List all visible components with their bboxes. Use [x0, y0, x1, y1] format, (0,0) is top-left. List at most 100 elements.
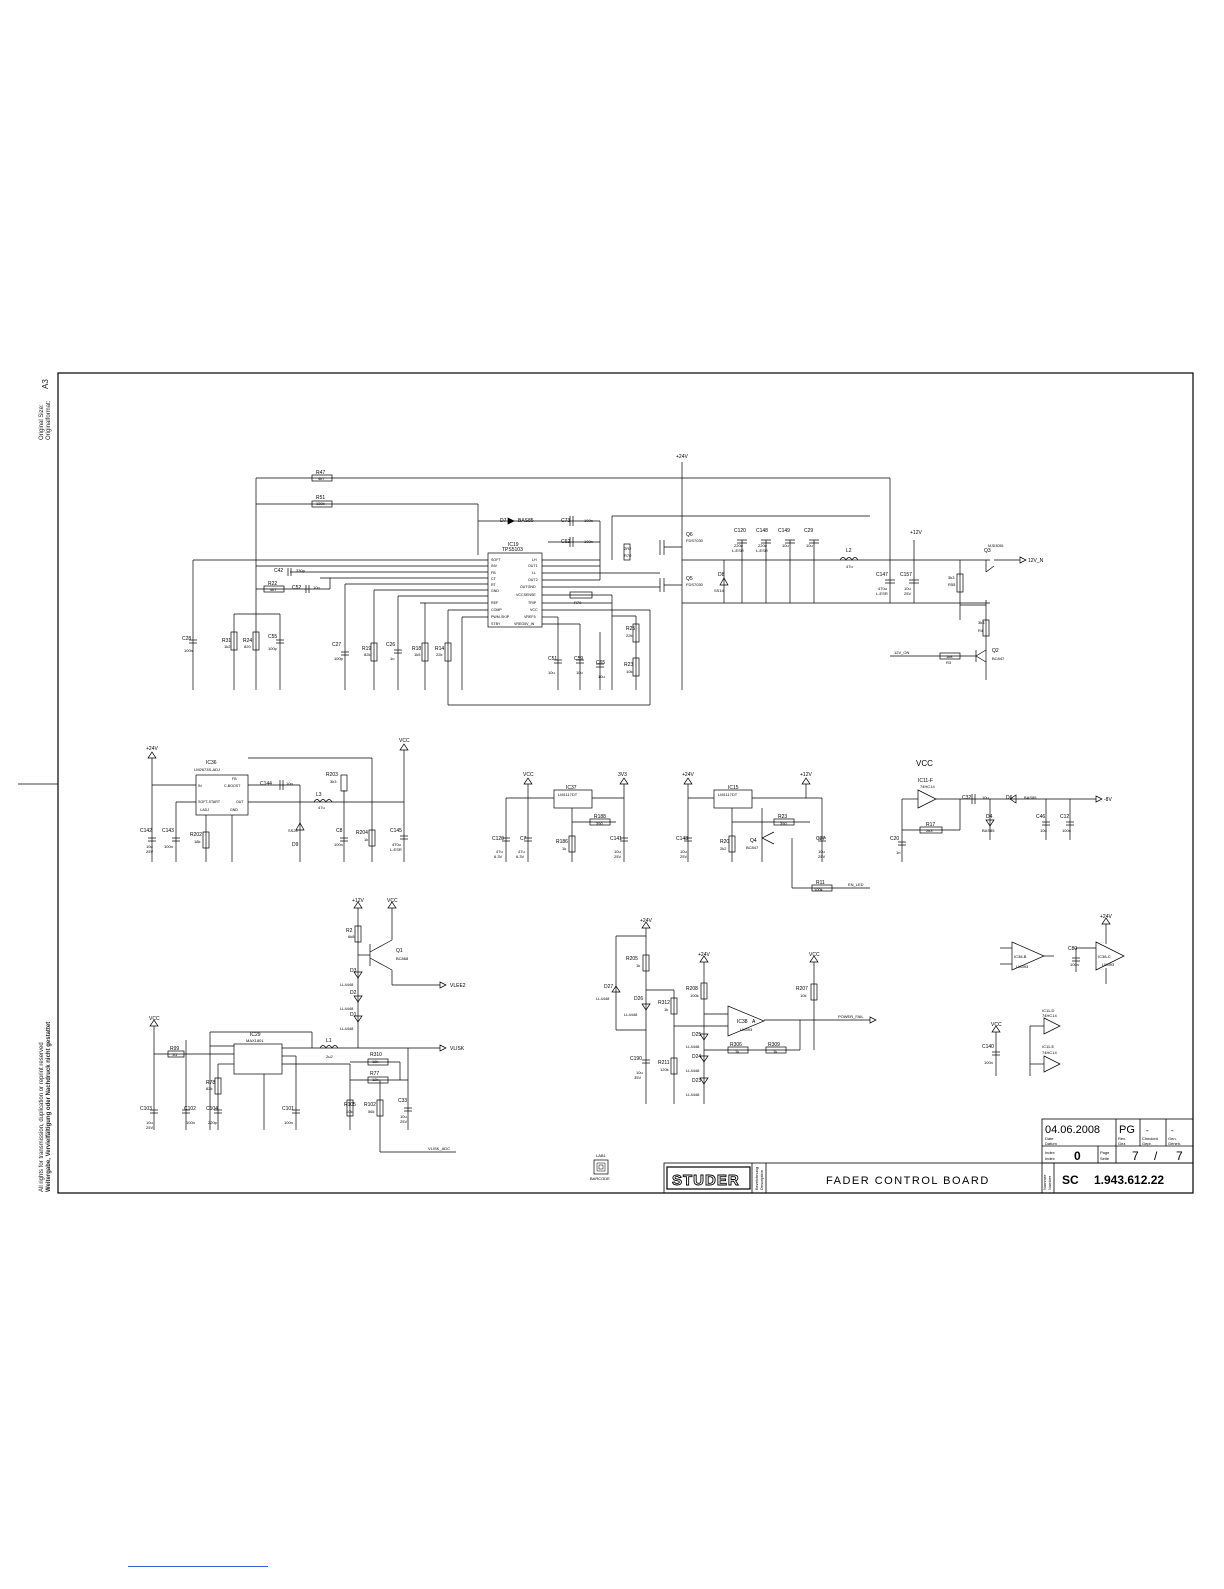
c147-ref: C147: [876, 572, 888, 578]
d3-part: LL4448: [340, 982, 354, 987]
r77-ref: R77: [370, 1071, 379, 1077]
c42-ref: C42: [274, 568, 283, 574]
c29-val: 10u: [806, 543, 813, 548]
c120-v: L-ESR: [732, 548, 744, 553]
c143-val: 100n: [164, 844, 173, 849]
ic19-pin: VCCSENSE: [516, 593, 536, 597]
r55-ref: R55: [948, 582, 956, 587]
rail-3v3-mc: 3V3: [618, 772, 627, 778]
rail-vlee2: VLEE2: [450, 983, 466, 989]
rail-12v-mc: +12V: [800, 772, 812, 778]
d6-ref: D6: [1006, 795, 1013, 801]
d1-part: LL4448: [340, 1026, 354, 1031]
tb-desc-label2: Bezeichnung: [754, 1167, 759, 1190]
r23b-ref: R23: [778, 814, 787, 820]
r4-ref: R4: [978, 628, 984, 633]
q5-ref: Q5: [686, 576, 693, 582]
c7-val: 47u: [518, 849, 525, 854]
r93-label: R70: [574, 600, 582, 605]
ic19-pin: GND: [491, 589, 499, 593]
c65-ref: C65: [596, 660, 605, 666]
c148-val: 220u: [758, 543, 767, 548]
ic11f-part: 74HC14: [920, 784, 935, 789]
c27b-v: 25V: [818, 854, 825, 859]
c80-ref: C80: [1068, 946, 1077, 952]
tb-date: 04.06.2008: [1045, 1124, 1100, 1136]
c142-ref: C142: [140, 828, 152, 834]
d9-part: SS24: [288, 828, 299, 833]
d8-ref: D8: [718, 572, 725, 578]
bottom-center-block: [593, 921, 877, 1175]
ic19-pin: OUT2: [528, 578, 538, 582]
r78-val: 82k: [206, 1086, 212, 1091]
ic19-pin: LL: [532, 571, 536, 575]
d24-ref: D24: [692, 1054, 701, 1060]
d-part-2: LL4448: [686, 1068, 700, 1073]
r211-ref: R211: [658, 1060, 670, 1066]
rights-notice-de: Weitergabe, Vervielfältigung oder Nachdr…: [46, 1021, 52, 1192]
d-part-1: LL4448: [686, 1044, 700, 1049]
ic36-pin: FB: [232, 777, 237, 781]
r188-val: 390: [596, 821, 603, 826]
tb-date-label: Date: [1045, 1136, 1054, 1141]
c104-val: 220p: [208, 1120, 218, 1125]
ic38b-part: LM393: [1016, 964, 1029, 969]
tb-pages: 7: [1176, 1149, 1183, 1163]
tb-page-label: Page: [1100, 1150, 1110, 1155]
c51-val: 10u: [548, 670, 555, 675]
tb-slash: /: [1154, 1149, 1158, 1163]
c28-ref: C28: [182, 636, 191, 642]
c52-ref: C52: [292, 585, 301, 591]
r205-val: 1k: [636, 963, 640, 968]
q4-part: BC847: [746, 845, 759, 850]
r309-ref: R309: [768, 1042, 780, 1048]
r31-val: 1k2: [224, 644, 231, 649]
r203-val: 3k3: [330, 779, 337, 784]
c103-val: 10u: [146, 1120, 153, 1125]
rail-24v-top: +24V: [676, 454, 688, 460]
ic36-body: [195, 774, 249, 816]
r20-ref: R20: [720, 839, 729, 845]
c145-v: L-ESR: [390, 847, 402, 852]
d3-ref: D3: [350, 968, 357, 974]
c104-ref: C104: [206, 1106, 218, 1112]
c7-v: 6.3V: [516, 854, 525, 859]
r102-val: 56k: [368, 1109, 374, 1114]
rail-24v-bc: +24V: [640, 918, 652, 924]
ic19-pin: LH: [532, 558, 537, 562]
q2-part: BC847: [992, 656, 1005, 661]
r17-ref: R17: [926, 822, 935, 828]
c120b-ref: C120: [492, 836, 504, 842]
c8-ref: C8: [336, 828, 343, 834]
tb-rev-label: Rev.: [1118, 1136, 1126, 1141]
c142-val: 10u: [146, 844, 153, 849]
rail-vcc-br: VCC: [991, 1022, 1002, 1028]
c147-v: L-ESR: [876, 591, 888, 596]
c149-ref: C149: [778, 528, 790, 534]
c157-ref: C157: [900, 572, 912, 578]
c55-ref: C55: [268, 634, 277, 640]
tb-desc-label: Description: [759, 1170, 764, 1190]
c144-val: 10n: [286, 781, 293, 786]
ic19-pin: RT: [491, 583, 497, 587]
r2b-ref: R2: [346, 928, 353, 934]
ic19-pin: TRIP: [528, 601, 537, 605]
r211-val: 120k: [660, 1067, 669, 1072]
q6-part: FDS7030: [686, 538, 704, 543]
d4-ref: D4: [986, 814, 993, 820]
ic37-ref: IC37: [566, 785, 577, 791]
r24-ref: R24: [243, 638, 252, 644]
d9-ref: D9: [292, 842, 299, 848]
c27-ref: C27: [332, 642, 341, 648]
c190-v: 35V: [634, 1075, 641, 1080]
r205-ref: R205: [626, 956, 638, 962]
d2-part: LL4448: [340, 1006, 354, 1011]
r204-ref: R204: [356, 830, 368, 836]
ic36-pin: I-ADJ: [200, 808, 209, 812]
rail-12v-out: 12V_N: [1028, 558, 1044, 564]
d7-part: BAS85: [518, 518, 534, 524]
c144-ref: C144: [260, 781, 272, 787]
q4-ref: Q4: [750, 838, 757, 844]
r186-val: 1k: [562, 846, 566, 851]
